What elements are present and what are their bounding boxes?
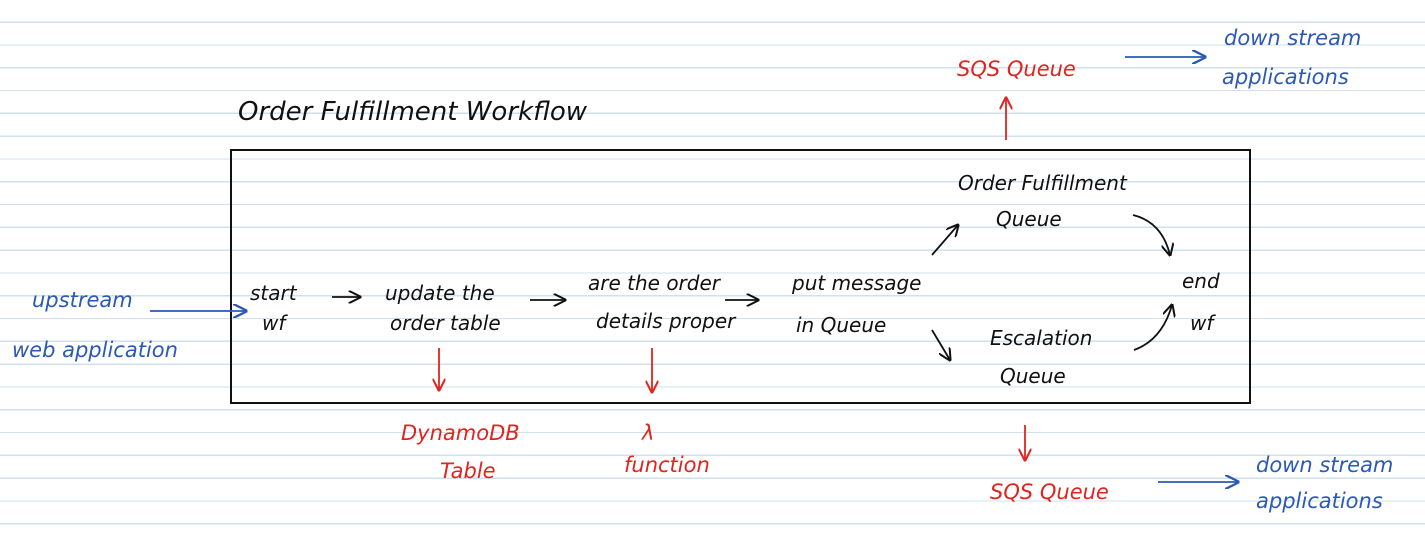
dynamodb-label-line1: DynamoDB [401, 421, 520, 445]
step-end-line1: end [1182, 269, 1220, 293]
step-put-message: put message in Queue [791, 271, 921, 337]
arrow-fulfillment-to-end [1132, 214, 1170, 255]
step-check-line1: are the order [588, 271, 722, 295]
diagram-title: Order Fulfillment Workflow [238, 97, 588, 127]
downstream-top-line1: down stream [1224, 26, 1361, 50]
step-start: start wf [250, 281, 298, 335]
downstream-bottom-line2: applications [1256, 489, 1383, 513]
downstream-applications-top: down stream applications [1222, 26, 1361, 89]
step-start-line2: wf [262, 311, 288, 335]
dynamodb-label-line2: Table [440, 459, 496, 483]
escalation-queue-line1: Escalation [990, 326, 1092, 350]
flow-arrows [332, 214, 1172, 360]
arrow-escalation-to-end [1133, 305, 1172, 351]
external-arrows [150, 57, 1238, 482]
lambda-function: λ function [624, 421, 710, 477]
arrow-put-to-fulfillment [931, 225, 958, 256]
step-update-line1: update the [385, 281, 495, 305]
fulfillment-queue-line1: Order Fulfillment [958, 171, 1128, 195]
lambda-label: function [624, 453, 710, 477]
lambda-symbol: λ [641, 421, 654, 445]
downstream-applications-bottom: down stream applications [1256, 453, 1393, 513]
step-fulfillment-queue: Order Fulfillment Queue [958, 171, 1128, 231]
upstream-label-line2: web application [12, 338, 178, 362]
upstream-web-application: upstream web application [12, 288, 178, 362]
arrow-put-to-escalation [931, 329, 950, 360]
step-start-line1: start [250, 281, 298, 305]
step-update-table: update the order table [385, 281, 501, 335]
step-put-line1: put message [791, 271, 921, 295]
step-end: end wf [1182, 269, 1220, 335]
downstream-bottom-line1: down stream [1256, 453, 1393, 477]
upstream-label-line1: upstream [32, 288, 133, 312]
step-update-line2: order table [390, 311, 501, 335]
step-put-line2: in Queue [796, 313, 886, 337]
service-arrows [439, 98, 1025, 460]
workflow-boundary [230, 149, 1251, 404]
step-end-line2: wf [1190, 311, 1216, 335]
step-check-details: are the order details proper [588, 271, 737, 333]
dynamodb-table: DynamoDB Table [401, 421, 520, 483]
downstream-top-line2: applications [1222, 65, 1349, 89]
sqs-queue-top: SQS Queue [957, 57, 1076, 81]
step-check-line2: details proper [596, 309, 737, 333]
escalation-queue-line2: Queue [1000, 364, 1066, 388]
sqs-queue-bottom: SQS Queue [990, 480, 1109, 504]
step-escalation-queue: Escalation Queue [990, 326, 1092, 388]
fulfillment-queue-line2: Queue [996, 207, 1062, 231]
